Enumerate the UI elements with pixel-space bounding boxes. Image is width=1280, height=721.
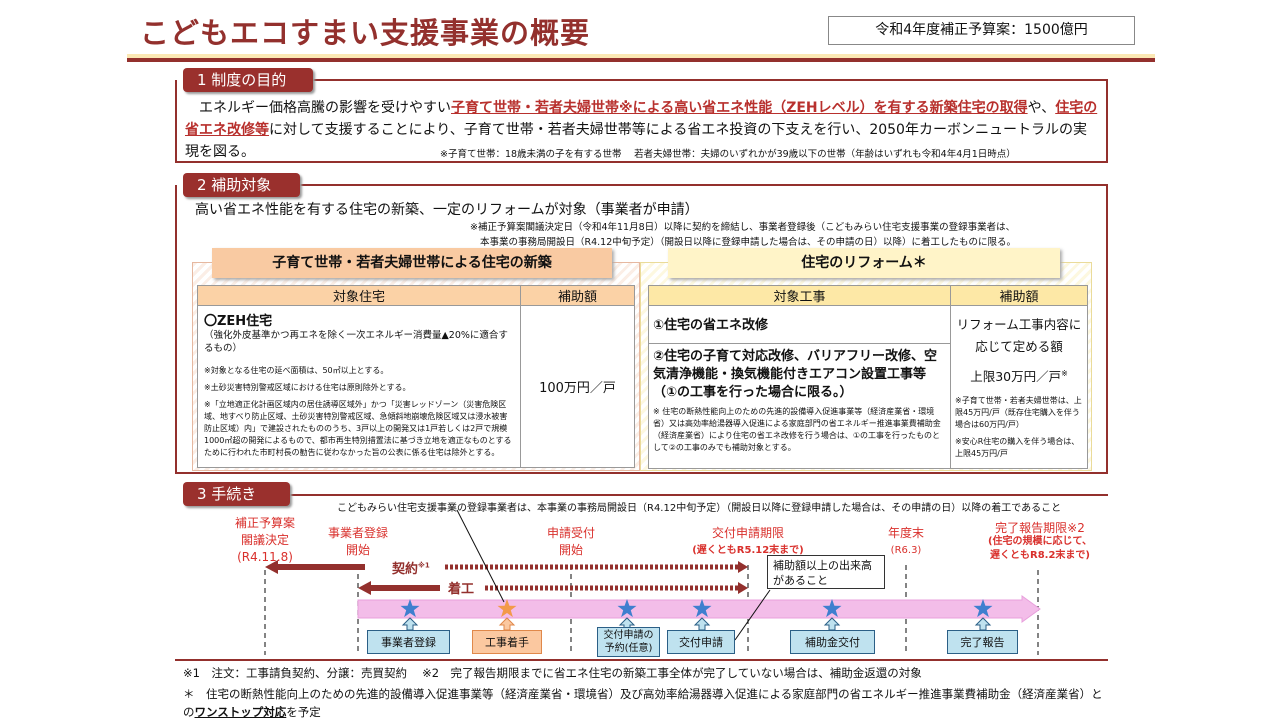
section-tab-procedure: 3 手続き [183, 482, 290, 506]
zeh-desc: （強化外皮基準かつ再エネを除く一次エネルギー消費量▲20%に適合するもの） [204, 330, 508, 354]
star-icon [400, 599, 420, 618]
footnote-1: ※1 注文：工事請負契約、分譲：売買契約 ※2 完了報告期限までに省エネ住宅の新… [183, 666, 922, 680]
zeh-title: 〇ZEH住宅 [204, 314, 273, 329]
note: ※ 住宅の断熱性能向上のための先進的設備導入促進事業等（経済産業省・環境省）又は… [653, 407, 941, 452]
contract-arrow [265, 560, 748, 574]
step-application: 交付申請 [667, 630, 735, 654]
star-icon [973, 599, 993, 618]
purpose-text: エネルギー価格高騰の影響を受けやすい子育て世帯・若者夫婦世帯※による高い省エネ性… [185, 97, 1100, 163]
note: ※対象となる住宅の延べ面積は、50㎡以上とする。 [204, 366, 389, 375]
text: 交付申請期限 [711, 526, 784, 540]
star-icon [822, 599, 842, 618]
note: ※子育て世帯・若者夫婦世帯は、上限45万円/戸（既存住宅購入を伴う場合は60万円… [955, 396, 1082, 429]
reform-cap: 上限30万円／戸 [970, 369, 1062, 384]
highlight: 住宅の省エネ改修等 [185, 100, 1098, 138]
reform-amount: リフォーム工事内容に応じて定める額 [956, 317, 1082, 354]
text: (R6.3) [890, 545, 922, 556]
milestone-label: 事業者登録開始 [313, 525, 403, 559]
up-arrow-icon [974, 617, 992, 631]
step-reservation: 交付申請の予約(任意) [597, 627, 660, 657]
callout-line [456, 509, 505, 603]
callout-box: 補助額以上の出来高があること [767, 555, 885, 589]
text: 完了報告期限※2 [995, 521, 1085, 535]
milestone-label: 補正予算案閣議決定 (R4.11.8) [225, 515, 305, 566]
section-purpose [175, 80, 1108, 163]
callout-line [734, 589, 771, 641]
highlight: 子育て世帯・若者夫婦世帯※による高い省エネ性能（ZEHレベル）を有する新築住宅の… [451, 100, 1028, 116]
milestone-label: 申請受付開始 [526, 525, 616, 559]
star-icon [617, 599, 637, 618]
milestone-label: 完了報告期限※2(住宅の規模に応じて、遅くともR8.2末まで) [975, 521, 1105, 563]
text: 開始 [558, 543, 583, 557]
text: (住宅の規模に応じて、 [987, 536, 1093, 547]
up-arrow-icon [693, 617, 711, 631]
text: ＊ 住宅の断熱性能向上のための先進的設備導入促進事業等（経済産業省・環境省）及び… [183, 687, 1103, 719]
text: 契約 [392, 562, 419, 577]
step-completion-report: 完了報告 [947, 630, 1018, 654]
text: エネルギー価格高騰の影響を受けやすい [199, 100, 451, 116]
milestone-label: 年度末 (R6.3) [870, 525, 942, 559]
divider [175, 659, 1108, 661]
footnote-2: ＊ 住宅の断熱性能向上のための先進的設備導入促進事業等（経済産業省・環境省）及び… [183, 685, 1103, 721]
divider [290, 184, 1108, 186]
page-title: こどもエコすまい支援事業の概要 [140, 16, 591, 50]
section-target [175, 185, 1108, 474]
target-note: 本事業の事務局開設日（R4.12中旬予定）（開設日以降に登録申請した場合は、その… [480, 237, 1017, 248]
text: ワンストップ対応 [194, 705, 287, 719]
text: (遅くともR5.12末まで) [692, 545, 804, 556]
note: ※「立地適正化計画区域内の居住誘導区域外」かつ「災害レッドゾーン（災害危険区域、… [204, 400, 512, 457]
text: 遅くともR8.2末まで) [990, 550, 1090, 561]
milestone-label: 交付申請期限 (遅くともR5.12末まで) [683, 525, 813, 559]
note-mark: ※ [1061, 368, 1068, 378]
divider [285, 494, 1108, 496]
target-lead: 高い省エネ性能を有する住宅の新築、一定のリフォームが対象（事業者が申請） [195, 202, 699, 218]
text: 開始 [345, 543, 370, 557]
budget-label: 令和4年度補正予算案：1500億円 [828, 16, 1135, 45]
procedure-note: こどもみらい住宅支援事業の登録事業者は、本事業の事務局開設日（R4.12中旬予定… [337, 503, 1062, 514]
step-construction-start: 工事着手 [472, 630, 542, 654]
reform-work-2: ②住宅の子育て対応改修、バリアフリー改修、空気清浄機能・換気機能付きエアコン設置… [653, 349, 938, 400]
new-build-table: 対象住宅補助額 〇ZEH住宅 （強化外皮基準かつ再エネを除く一次エネルギー消費量… [197, 285, 635, 468]
text: 事業者登録 [327, 526, 388, 540]
text: 閣議決定 [240, 533, 289, 547]
note-mark: ※1 [418, 561, 430, 570]
divider [127, 54, 1155, 58]
up-arrow-icon [401, 617, 419, 631]
note: ※安心R住宅の購入を伴う場合は、上限45万円/戸 [955, 437, 1080, 458]
up-arrow-icon [823, 617, 841, 631]
construction-arrow [358, 581, 748, 595]
text: に対して支援することにより、子育て世帯・若者夫婦世帯等による省エネ投資の下支えを… [185, 122, 1087, 160]
divider [300, 79, 1108, 81]
new-build-amount: 100万円／戸 [520, 305, 635, 468]
up-arrow-icon [498, 617, 516, 631]
step-grant: 補助金交付 [790, 630, 875, 654]
section-tab-purpose: 1 制度の目的 [183, 68, 313, 92]
text: や、 [1027, 100, 1056, 116]
star-icon [497, 599, 517, 618]
text: 申請受付 [546, 526, 595, 540]
reform-table: 対象工事補助額 ①住宅の省エネ改修 リフォーム工事内容に応じて定める額 上限30… [648, 285, 1088, 469]
text: 年度末 [887, 526, 924, 540]
new-build-title: 子育て世帯・若者夫婦世帯による住宅の新築 [212, 248, 612, 278]
section-tab-target: 2 補助対象 [183, 173, 300, 197]
divider [127, 58, 1155, 62]
star-icon [692, 599, 712, 618]
construction-label: 着工 [448, 582, 475, 597]
target-note: ※補正予算案閣議決定日（令和4年11月8日）以降に契約を締結し、事業者登録後（こ… [470, 222, 1016, 233]
text: (R4.11.8) [237, 550, 293, 564]
reform-title: 住宅のリフォーム＊ [668, 248, 1060, 278]
purpose-note: ※子育て世帯：18歳未満の子を有する世帯 若者夫婦世帯：夫婦のいずれかが39歳以… [440, 149, 1016, 160]
step-registration: 事業者登録 [367, 630, 450, 654]
note: ※土砂災害特別警戒区域における住宅は原則除外とする。 [204, 383, 411, 392]
contract-label: 契約※1 [392, 558, 430, 577]
text: 補正予算案 [234, 516, 295, 530]
text: を予定 [286, 705, 321, 719]
